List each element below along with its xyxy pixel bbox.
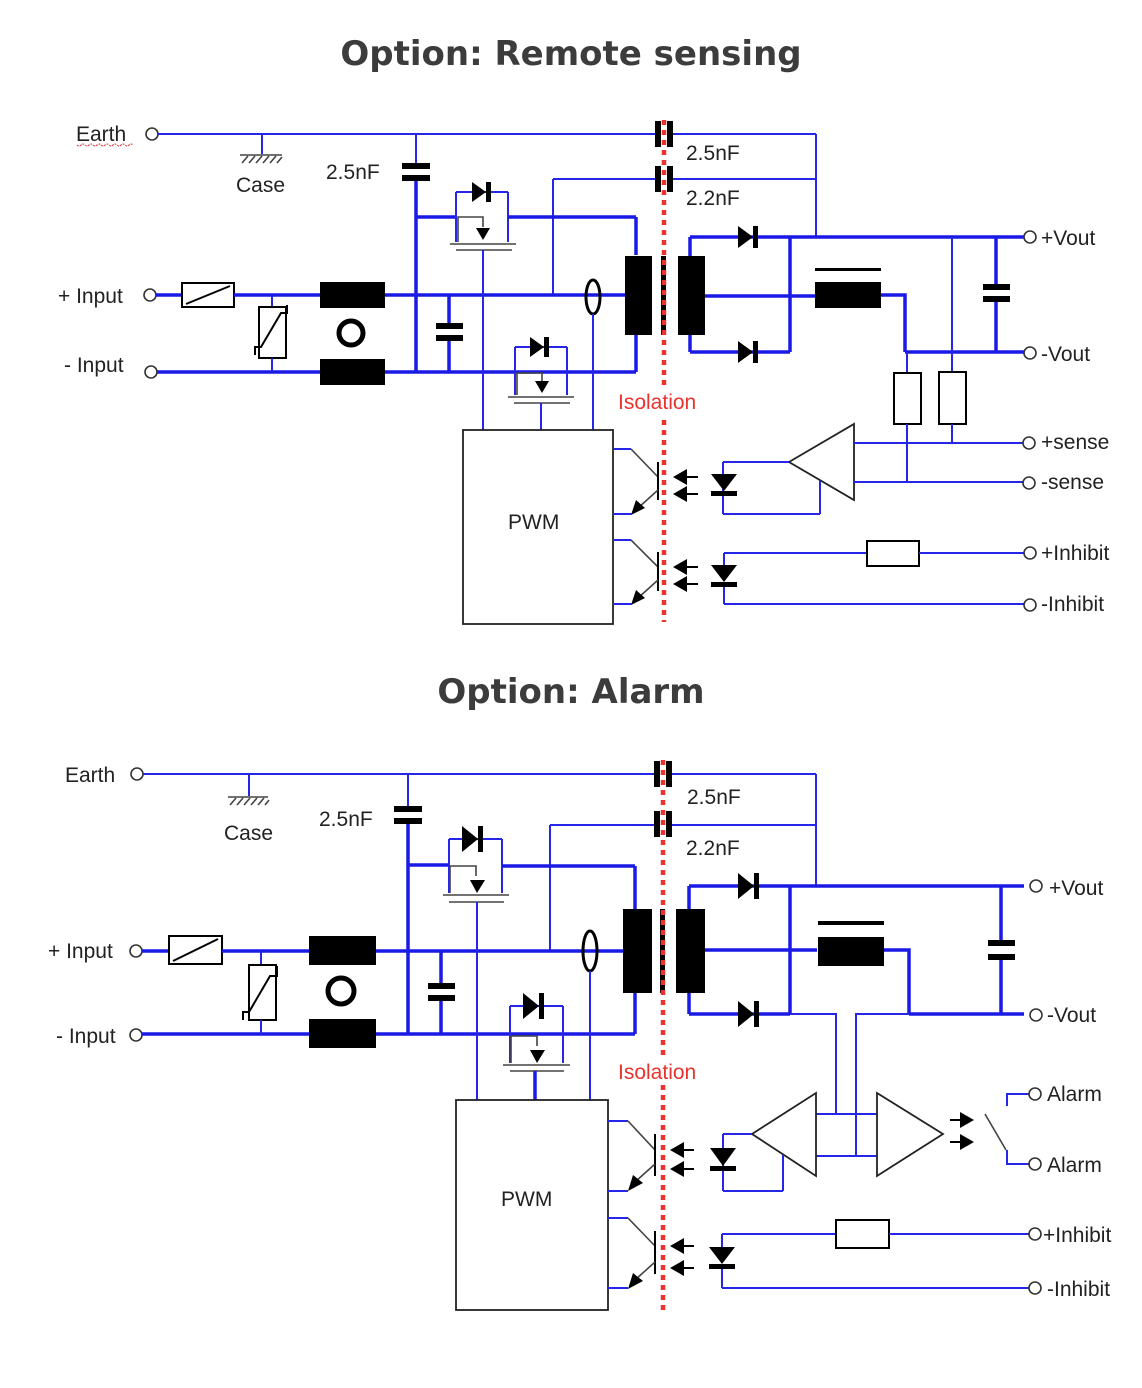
isolation-capacitor-2-icon	[552, 166, 816, 295]
inhibit-resistor-icon	[866, 540, 920, 567]
case-ground-icon	[240, 134, 283, 164]
sense-amplifier-icon	[722, 422, 1024, 515]
inhibit-optocoupler-icon	[613, 539, 1024, 605]
pwm-label: PWM	[508, 511, 559, 534]
plus-input-terminal	[129, 944, 143, 958]
minus-vout-terminal	[1023, 346, 1037, 360]
output-choke-icon	[815, 268, 907, 352]
isolation-capacitor-1-label: 2.5nF	[687, 786, 741, 809]
feedback-optocoupler-icon	[608, 1120, 736, 1192]
rectifier-diodes-icon	[688, 226, 1024, 363]
common-mode-choke-icon	[309, 936, 376, 1048]
minus-input-terminal	[129, 1028, 143, 1042]
plus-inhibit-label: +Inhibit	[1043, 1224, 1111, 1247]
earth-line	[145, 127, 817, 237]
minus-inhibit-terminal	[1028, 1281, 1042, 1295]
isolation-capacitor-2-label: 2.2nF	[686, 187, 740, 210]
output-capacitor-icon	[988, 886, 1015, 1014]
isolation-label: Isolation	[618, 391, 696, 414]
plus-inhibit-label: +Inhibit	[1041, 542, 1109, 565]
case-label: Case	[224, 822, 273, 845]
minus-input-label: - Input	[64, 354, 124, 377]
pwm-block	[462, 429, 614, 625]
plus-vout-terminal	[1029, 879, 1043, 893]
minus-vout-terminal	[1029, 1008, 1043, 1022]
plus-sense-terminal	[1022, 436, 1036, 450]
current-sense-transformer-icon	[584, 278, 625, 430]
alarm-2-terminal	[1028, 1157, 1042, 1171]
alarm-1-label: Alarm	[1047, 1083, 1102, 1106]
transformer-icon	[625, 256, 705, 372]
current-sense-transformer-icon	[581, 929, 623, 1100]
y-capacitor-icon	[394, 774, 422, 1033]
alarm-amplifier-icon	[876, 1091, 945, 1178]
isolation-capacitor-1-icon	[655, 121, 673, 147]
fuse-icon	[181, 282, 235, 308]
inhibit-optocoupler-icon	[608, 1217, 1029, 1289]
feedback-optocoupler-icon	[613, 448, 737, 515]
common-mode-choke-icon	[320, 282, 385, 385]
pwm-block	[455, 1099, 609, 1311]
isolation-capacitor-2-icon	[549, 811, 816, 951]
alarm-2-label: Alarm	[1047, 1154, 1102, 1177]
plus-vout-label: +Vout	[1041, 227, 1095, 250]
isolation-capacitor-2-label: 2.2nF	[686, 837, 740, 860]
varistor-icon	[242, 951, 278, 1034]
minus-vout-label: -Vout	[1047, 1004, 1096, 1027]
alarm-monitor-wiring	[790, 1013, 909, 1157]
plus-input-label: + Input	[48, 940, 113, 963]
minus-sense-terminal	[1022, 476, 1036, 490]
earth-label: Earth	[65, 764, 115, 787]
plus-vout-terminal	[1023, 230, 1037, 244]
plus-inhibit-terminal	[1023, 546, 1037, 560]
input-capacitor-icon	[436, 295, 463, 372]
inhibit-resistor-icon	[835, 1219, 890, 1249]
minus-inhibit-terminal	[1023, 598, 1037, 612]
sense-resistors-icon	[893, 237, 967, 482]
isolation-capacitor-1-icon	[654, 761, 672, 787]
lower-mosfet-icon	[508, 337, 574, 430]
case-label: Case	[236, 174, 285, 197]
input-capacitor-icon	[428, 951, 455, 1034]
plus-input-label: + Input	[58, 285, 123, 308]
output-capacitor-icon	[983, 237, 1010, 352]
earth-label: Earth	[76, 123, 126, 146]
diagram-title-remote-sensing: Option: Remote sensing	[340, 34, 802, 74]
minus-input-label: - Input	[56, 1025, 116, 1048]
feedback-amplifier-icon	[722, 1091, 817, 1192]
y-capacitor-label: 2.5nF	[326, 161, 380, 184]
lower-mosfet-icon	[503, 993, 570, 1100]
y-capacitor-icon	[402, 134, 430, 372]
output-choke-icon	[818, 921, 911, 1014]
upper-mosfet-icon	[408, 826, 637, 1100]
y-capacitor-label: 2.5nF	[319, 808, 373, 831]
upper-mosfet-icon	[416, 182, 638, 430]
fuse-icon	[168, 935, 223, 965]
minus-inhibit-label: -Inhibit	[1041, 593, 1104, 616]
plus-sense-label: +sense	[1041, 431, 1109, 454]
earth-terminal	[130, 767, 144, 781]
isolation-label: Isolation	[618, 1061, 696, 1084]
varistor-icon	[254, 295, 288, 372]
diagram-title-alarm: Option: Alarm	[437, 672, 705, 712]
transformer-icon	[623, 909, 705, 1034]
alarm-relay-icon	[950, 1093, 1029, 1165]
minus-sense-label: -sense	[1041, 471, 1104, 494]
alarm-1-terminal	[1028, 1087, 1042, 1101]
plus-vout-label: +Vout	[1049, 877, 1103, 900]
isolation-capacitor-1-label: 2.5nF	[686, 142, 740, 165]
minus-inhibit-label: -Inhibit	[1047, 1278, 1110, 1301]
plus-inhibit-terminal	[1028, 1227, 1042, 1241]
case-ground-icon	[228, 774, 270, 806]
minus-vout-label: -Vout	[1041, 343, 1090, 366]
pwm-label: PWM	[501, 1188, 552, 1211]
rectifier-diodes-icon	[687, 873, 1024, 1027]
